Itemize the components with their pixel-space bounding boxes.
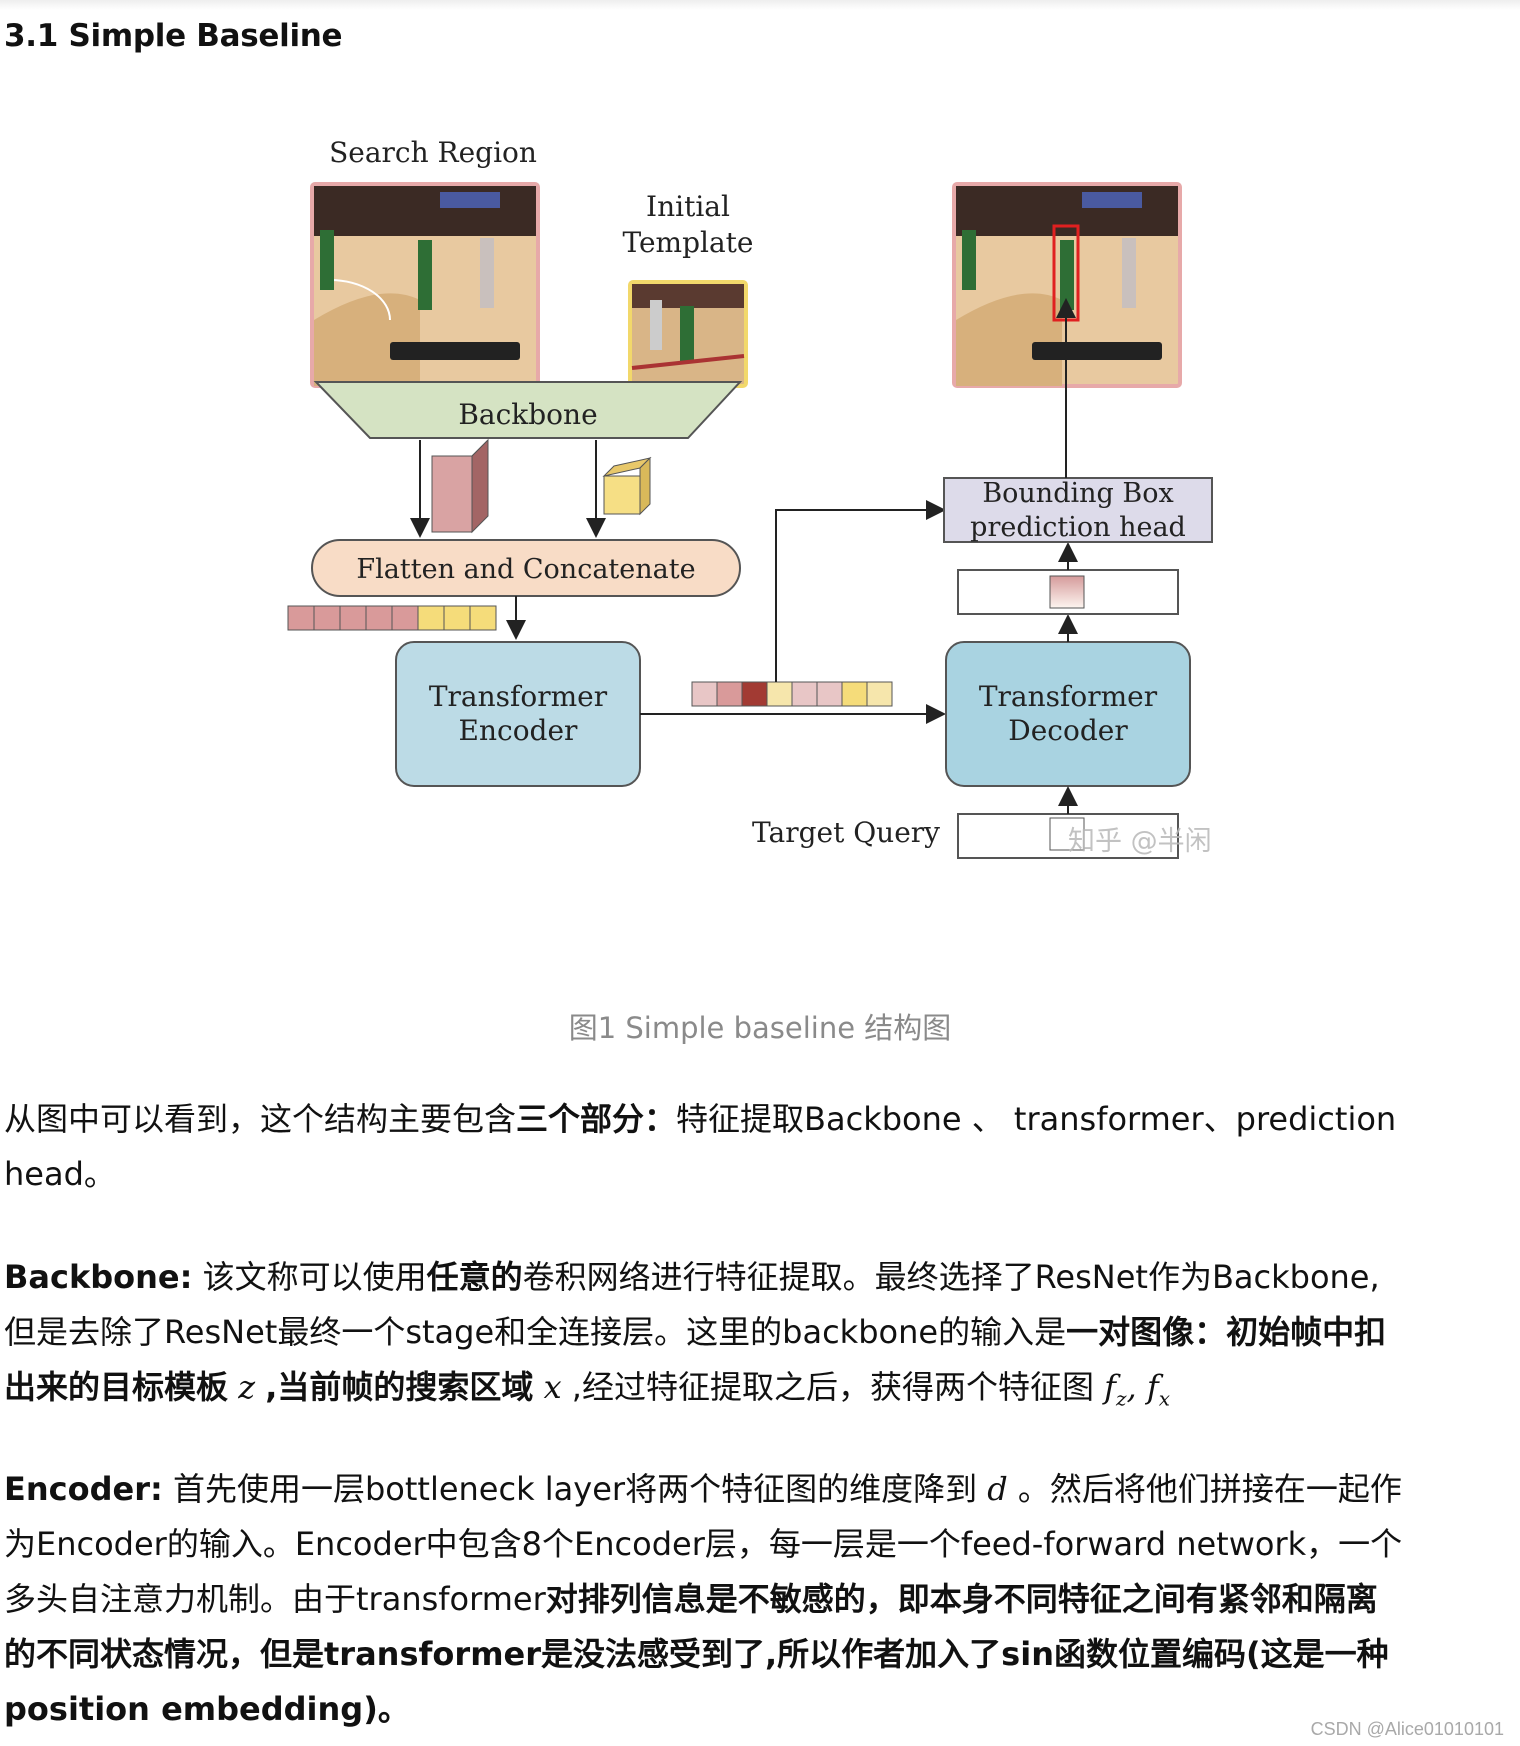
architecture-figure: Search Region Initial Template Backbone bbox=[287, 136, 1213, 859]
math-z: z bbox=[238, 1368, 256, 1406]
flatten-block bbox=[311, 539, 741, 597]
target-query-token bbox=[1049, 817, 1085, 851]
bbox-head-block bbox=[943, 477, 1213, 543]
p3-label: Encoder: bbox=[4, 1470, 163, 1508]
p2-bold-g: ,当前帧的搜索区域 bbox=[265, 1368, 534, 1406]
p3-bold-g: 的不同状态情况，但是transformer是没法感受到了,所以作者加入了sin函… bbox=[4, 1635, 1389, 1673]
p3-bold-f: 对排列信息是不敏感的，即本身不同特征之间有紧邻和隔离 bbox=[545, 1580, 1378, 1618]
p2-text-a: 该文称可以使用 bbox=[192, 1258, 427, 1296]
search-region-label: Search Region bbox=[329, 136, 537, 169]
p3-text-c: 为Encoder的输入。Encoder中包含8个Encoder层，每一层是一个f… bbox=[4, 1525, 1403, 1563]
bbox-label-2: prediction head bbox=[970, 512, 1186, 543]
p1-bold: 三个部分： bbox=[516, 1100, 677, 1138]
template-feature-map bbox=[602, 456, 652, 516]
initial-template-image bbox=[628, 280, 748, 388]
search-region-image bbox=[310, 182, 540, 388]
p2-bold-e: 一对图像：初始帧中扣 bbox=[1066, 1313, 1387, 1351]
p2-bold-f: 出来的目标模板 bbox=[4, 1368, 229, 1406]
paragraph-encoder: Encoder: 首先使用一层bottleneck layer将两个特征图的维度… bbox=[4, 1462, 1504, 1737]
p2-text-h: ,经过特征提取之后，获得两个特征图 bbox=[571, 1368, 1094, 1406]
backbone-label: Backbone bbox=[458, 398, 597, 431]
encoder-label-1: Transformer bbox=[429, 680, 608, 713]
p3-text-a: 首先使用一层bottleneck layer将两个特征图的维度降到 bbox=[162, 1470, 978, 1508]
figure-caption: 图1 Simple baseline 结构图 bbox=[568, 1011, 952, 1045]
decoder-label-2: Decoder bbox=[1008, 714, 1128, 747]
initial-template-label-1: Initial bbox=[646, 190, 730, 223]
zhihu-watermark: 知乎 @半闲 bbox=[1068, 826, 1212, 857]
decoder-label-1: Transformer bbox=[979, 680, 1158, 713]
p1-text-d: head。 bbox=[4, 1155, 116, 1193]
top-divider bbox=[0, 0, 1520, 10]
search-feature-map bbox=[431, 438, 489, 534]
p1-text-a: 从图中可以看到，这个结构主要包含 bbox=[4, 1100, 517, 1138]
decoder-output-token bbox=[1049, 575, 1085, 609]
math-x: x bbox=[543, 1368, 562, 1406]
paragraph-intro: 从图中可以看到，这个结构主要包含三个部分：特征提取Backbone 、 tran… bbox=[4, 1092, 1504, 1202]
backbone-block bbox=[313, 381, 743, 439]
math-d: d bbox=[987, 1470, 1008, 1508]
p2-text-d: 但是去除了ResNet最终一个stage和全连接层。这里的backbone的输入… bbox=[4, 1313, 1067, 1351]
p3-bold-h: position embedding)。 bbox=[4, 1690, 410, 1728]
bbox-label-1: Bounding Box bbox=[982, 478, 1173, 509]
token-sequence-encoded bbox=[691, 681, 893, 707]
encoder-label-2: Encoder bbox=[459, 714, 579, 747]
p2-label: Backbone: bbox=[4, 1258, 193, 1296]
flatten-label: Flatten and Concatenate bbox=[356, 554, 695, 585]
output-image bbox=[952, 182, 1182, 388]
p2-text-c: 卷积网络进行特征提取。最终选择了ResNet作为Backbone, bbox=[522, 1258, 1380, 1296]
p3-text-b: 。然后将他们拼接在一起作 bbox=[1017, 1470, 1402, 1508]
target-query-label: Target Query bbox=[752, 816, 940, 849]
csdn-watermark: CSDN @Alice01010101 bbox=[1310, 1719, 1504, 1739]
math-fz: fz, fx bbox=[1104, 1368, 1170, 1411]
section-heading: 3.1 Simple Baseline bbox=[4, 18, 343, 54]
paragraph-backbone: Backbone: 该文称可以使用任意的卷积网络进行特征提取。最终选择了ResN… bbox=[4, 1250, 1504, 1426]
initial-template-label-2: Template bbox=[622, 226, 753, 259]
token-sequence-concat bbox=[287, 605, 497, 631]
p3-text-e: 多头自注意力机制。由于transformer bbox=[4, 1580, 546, 1618]
p2-bold-b: 任意的 bbox=[426, 1258, 523, 1296]
p1-text-c: 特征提取Backbone 、 transformer、prediction bbox=[676, 1100, 1397, 1138]
